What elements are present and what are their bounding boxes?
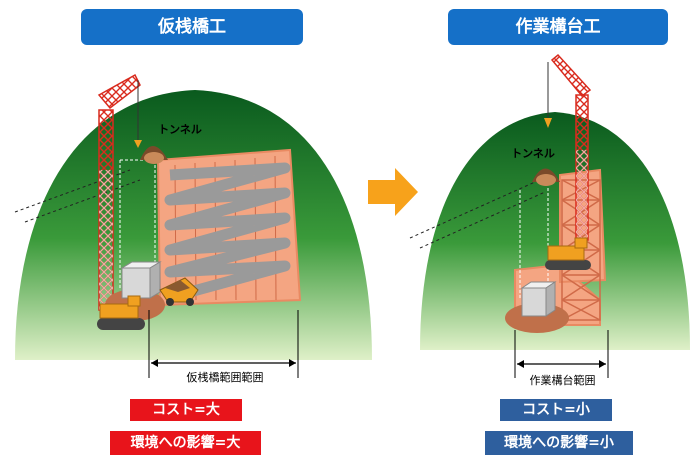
left-panel — [14, 73, 372, 378]
right-crane-jib — [550, 53, 592, 98]
right-crawler — [545, 237, 591, 270]
right-panel — [409, 53, 690, 378]
right-hill — [420, 112, 690, 350]
right-cost-tag: コスト=小 — [500, 399, 612, 421]
transition-arrow — [368, 168, 418, 216]
right-title: 作業構台工 — [448, 9, 668, 45]
left-truck — [159, 277, 199, 306]
right-env-tag: 環境への影響=小 — [485, 431, 633, 455]
left-crawler — [97, 295, 145, 330]
left-env-tag: 環境への影響=大 — [110, 431, 261, 455]
left-zigzag-road — [164, 162, 291, 298]
left-crane-jib — [97, 73, 141, 110]
left-range-label: 仮桟橋範囲範囲 — [186, 371, 264, 384]
left-tunnel-label: トンネル — [158, 123, 202, 136]
right-tunnel-label: トンネル — [511, 147, 555, 160]
left-cost-tag: コスト=大 — [130, 399, 242, 421]
right-range-label: 作業構台範囲 — [529, 374, 596, 387]
left-title: 仮桟橋工 — [81, 9, 303, 45]
